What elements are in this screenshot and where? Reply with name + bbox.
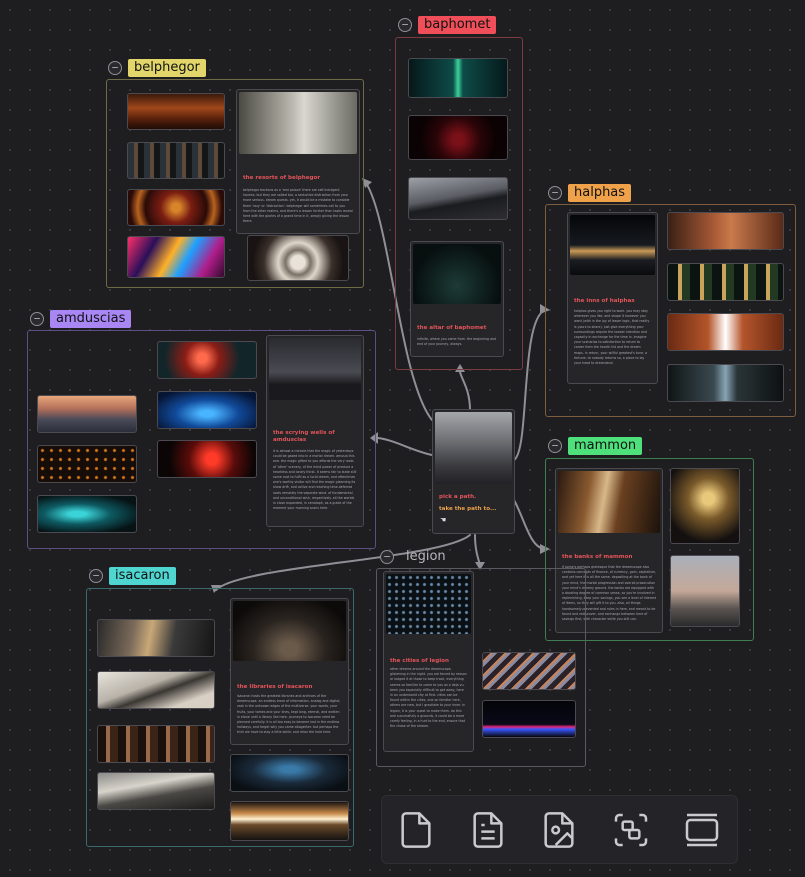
image-node[interactable]	[97, 725, 215, 763]
image-node[interactable]	[230, 801, 349, 841]
image-node[interactable]	[482, 700, 576, 738]
image-node[interactable]	[670, 468, 740, 544]
card-text: other dreams around the dreamscape, glis…	[390, 667, 467, 729]
edge-to-mammon	[513, 499, 546, 550]
image-node[interactable]	[37, 395, 137, 433]
group-halphas[interactable]: the inns of halphas halphas gives you ri…	[545, 204, 796, 417]
card-subtitle: take the path to...	[439, 506, 497, 512]
image-node[interactable]	[37, 445, 137, 483]
edge-to-baphomet	[459, 371, 471, 411]
image-node[interactable]	[127, 236, 225, 278]
image-node[interactable]	[157, 391, 257, 429]
cursor-hand-icon: ☚	[440, 516, 447, 524]
collapse-icon[interactable]: −	[548, 439, 562, 453]
new-media-button[interactable]	[537, 808, 581, 852]
collapse-icon[interactable]: −	[108, 61, 122, 75]
image-node[interactable]	[127, 142, 225, 179]
collapse-icon[interactable]: −	[548, 186, 562, 200]
collapse-icon[interactable]: −	[30, 312, 44, 326]
group-legion[interactable]: the cities of legion other dreams around…	[376, 568, 586, 767]
card-baphomet[interactable]: the altar of baphomet infinite, where yo…	[410, 241, 504, 357]
group-header-halphas: − halphas	[548, 184, 632, 202]
edge-to-amduscias	[377, 437, 433, 456]
image-node[interactable]	[97, 619, 215, 657]
file-image-icon	[544, 812, 574, 848]
image-node[interactable]	[37, 495, 137, 533]
edge-to-legion	[474, 534, 481, 566]
image-node[interactable]	[408, 177, 508, 220]
image-node[interactable]	[97, 772, 215, 810]
collapse-icon[interactable]: −	[398, 18, 412, 32]
card-mammon[interactable]: the banks of mammon if some's perhaps gr…	[555, 468, 663, 633]
card-legion[interactable]: the cities of legion other dreams around…	[383, 571, 474, 752]
file-text-icon	[473, 812, 503, 848]
card-title: pick a path.	[439, 494, 477, 500]
group-header-mammon: − mammon	[548, 437, 643, 455]
card-title: the altar of baphomet	[417, 325, 487, 331]
image-node[interactable]	[247, 235, 349, 281]
group-label-legion[interactable]: legion	[406, 549, 446, 564]
group-label-amduscias[interactable]: amduscias	[50, 310, 132, 328]
image-node[interactable]	[230, 754, 349, 792]
card-title: the resorts of belphegor	[243, 175, 321, 181]
card-title: the cities of legion	[390, 658, 449, 664]
card-title: the libraries of isacaron	[237, 684, 313, 690]
group-label-isacaron[interactable]: isacaron	[109, 567, 176, 585]
image-node[interactable]	[127, 189, 225, 226]
card-text: halphas gives you right to work. you may…	[574, 309, 650, 366]
image-node[interactable]	[157, 341, 257, 379]
card-title: the inns of halphas	[574, 298, 635, 304]
file-icon	[401, 812, 431, 848]
card-text: belphegor beckons as a 'rest palace' the…	[243, 188, 353, 224]
card-title: the scrying wells of amduscias	[273, 430, 335, 443]
image-node[interactable]	[157, 440, 257, 478]
image-node[interactable]	[667, 212, 784, 250]
image-node[interactable]	[670, 555, 740, 627]
card-text: it is almost a miracle that the magic of…	[273, 449, 357, 511]
card-text: isacaron hosts the greatest libraries an…	[237, 694, 341, 735]
card-belphegor[interactable]: the resorts of belphegor belphegor becko…	[236, 89, 360, 234]
group-label-baphomet[interactable]: baphomet	[418, 16, 497, 34]
group-label-halphas[interactable]: halphas	[568, 184, 632, 202]
collapse-icon[interactable]: −	[89, 569, 103, 583]
image-node[interactable]	[408, 58, 508, 98]
new-text-button[interactable]	[466, 808, 510, 852]
group-baphomet[interactable]: the altar of baphomet infinite, where yo…	[395, 37, 523, 370]
card-title: the banks of mammon	[562, 554, 633, 560]
group-amduscias[interactable]: the scrying wells of amduscias it is alm…	[27, 330, 376, 549]
card-amduscias[interactable]: the scrying wells of amduscias it is alm…	[266, 335, 364, 527]
card-text: if some's perhaps grotesque that the dre…	[562, 565, 656, 622]
group-isacaron[interactable]: the libraries of isacaron isacaron hosts…	[86, 588, 354, 847]
group-select-icon	[614, 813, 648, 847]
group-header-baphomet: − baphomet	[398, 16, 497, 34]
image-node[interactable]	[667, 263, 784, 301]
group-label-mammon[interactable]: mammon	[568, 437, 643, 455]
group-label-belphegor[interactable]: belphegor	[128, 59, 206, 77]
collapse-icon[interactable]: −	[380, 550, 394, 564]
image-node[interactable]	[408, 115, 508, 160]
group-header-belphegor: − belphegor	[108, 59, 206, 77]
group-header-legion: − legion	[380, 548, 452, 566]
group-header-isacaron: − isacaron	[89, 567, 176, 585]
group-belphegor[interactable]: the resorts of belphegor belphegor becko…	[106, 79, 364, 288]
new-note-button[interactable]	[394, 808, 438, 852]
card-isacaron[interactable]: the libraries of isacaron isacaron hosts…	[230, 598, 349, 745]
new-group-button[interactable]	[680, 808, 724, 852]
image-node[interactable]	[667, 313, 784, 351]
card-pick-a-path[interactable]: pick a path. take the path to... ☚	[432, 409, 515, 534]
group-header-amduscias: − amduscias	[30, 310, 132, 328]
frame-icon	[685, 813, 719, 847]
image-node[interactable]	[97, 671, 215, 709]
card-text: infinite, where you came from. the begin…	[417, 337, 497, 347]
image-node[interactable]	[482, 652, 576, 690]
image-node[interactable]	[127, 93, 225, 130]
card-halphas[interactable]: the inns of halphas halphas gives you ri…	[567, 212, 658, 384]
image-node[interactable]	[667, 364, 784, 402]
group-mammon[interactable]: the banks of mammon if some's perhaps gr…	[545, 458, 754, 641]
canvas-toolbar	[381, 795, 738, 864]
group-selection-button[interactable]	[609, 808, 653, 852]
